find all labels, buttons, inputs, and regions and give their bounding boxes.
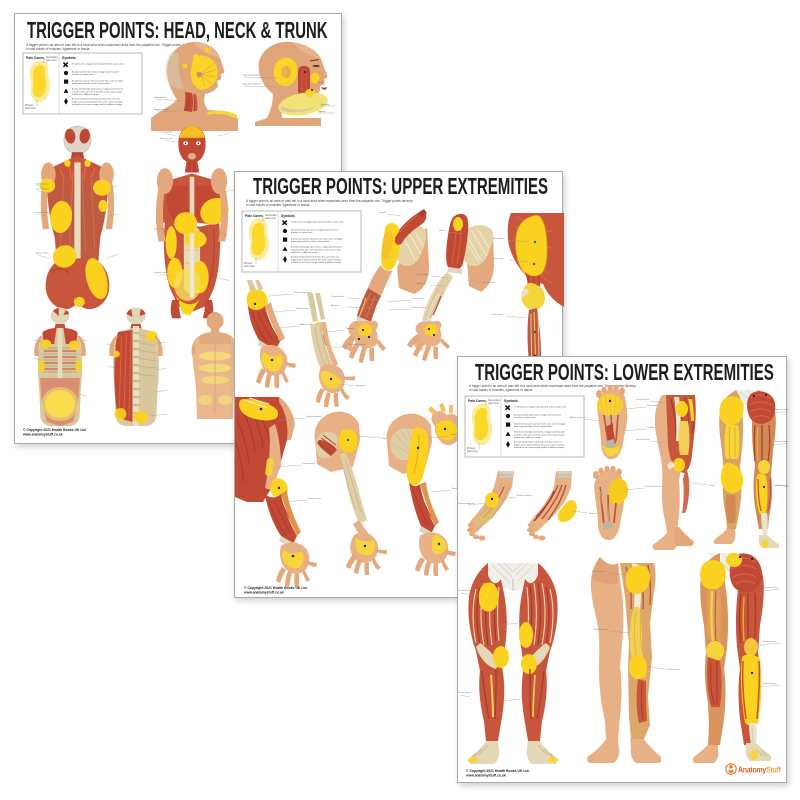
svg-text:© Copyright 2021 Health Books: © Copyright 2021 Health Books UK Ltd. [466,769,530,773]
svg-text:Tibialis anterior: Tibialis anterior [458,691,472,694]
svg-text:Triceps distal: Triceps distal [491,313,503,316]
svg-text:Vastus lateralis: Vastus lateralis [458,589,471,592]
svg-text:Latissimus dorsi: Latissimus dorsi [36,211,49,214]
svg-text:Rectus femoris: Rectus femoris [519,620,532,623]
svg-text:Supinator: Supinator [346,327,355,330]
svg-text:Deltoid distal: Deltoid distal [450,433,462,436]
svg-text:Gastrocnemius: Gastrocnemius [763,682,776,685]
svg-text:Soleus: Soleus [709,485,715,487]
svg-text:Vastus lateralis: Vastus lateralis [636,438,649,441]
svg-text:Abductor pollicis: Abductor pollicis [300,323,315,326]
svg-text:Extensor digitorum: Extensor digitorum [521,696,538,699]
svg-text:Flexor hallucis brevis: Flexor hallucis brevis [645,486,664,488]
svg-text:Teres major: Teres major [493,258,504,260]
svg-text:Serratus posterior: Serratus posterior [306,415,322,418]
svg-text:Gluteus medius: Gluteus medius [36,251,49,254]
svg-text:Splenius capitis: Splenius capitis [154,108,170,111]
svg-text:Pronator teres: Pronator teres [482,281,495,284]
svg-text:Gluteus minimus: Gluteus minimus [763,586,778,589]
svg-text:Rectus femoris: Rectus femoris [592,570,605,573]
svg-text:Abductor hallucis: Abductor hallucis [570,416,585,419]
svg-text:Extensor hallucis: Extensor hallucis [517,494,532,497]
svg-text:Biceps femoris: Biceps femoris [775,441,788,443]
svg-text:Gluteus medius: Gluteus medius [775,408,788,411]
svg-text:Digastric: Digastric [318,110,326,113]
svg-text:Occipitofrontalis: Occipitofrontalis [160,130,173,133]
svg-text:Biceps brachii: Biceps brachii [417,274,430,276]
svg-text:Lateral pterygoid: Lateral pterygoid [243,74,260,77]
svg-text:www.anatomystuff.co.uk: www.anatomystuff.co.uk [22,433,63,437]
svg-text:Infraspinatus: Infraspinatus [493,237,504,240]
svg-text:Tensor fasciae: Tensor fasciae [636,399,650,401]
svg-text:Flexor hallucis: Flexor hallucis [589,513,602,515]
svg-text:Deltoid: Deltoid [439,229,445,232]
svg-text:Extensor carpi: Extensor carpi [296,307,309,310]
svg-text:© Copyright 2021 Health Books: © Copyright 2021 Health Books UK Ltd. [244,586,308,590]
svg-text:Triceps brachii: Triceps brachii [302,463,315,465]
svg-text:© Copyright 2021 Health Books: © Copyright 2021 Health Books UK Ltd. [23,428,87,432]
svg-text:Serratus anterior: Serratus anterior [154,271,168,274]
svg-text:Flexor digitorum: Flexor digitorum [647,404,662,407]
svg-text:Palmaris longus: Palmaris longus [412,307,426,309]
svg-text:Triceps brachii: Triceps brachii [331,296,344,298]
svg-text:www.anatomystuff.co.uk: www.anatomystuff.co.uk [465,774,506,778]
svg-text:Biceps femoris: Biceps femoris [763,641,776,643]
svg-text:Anconeus: Anconeus [331,304,340,307]
svg-text:Masseter: Masseter [321,103,330,106]
svg-text:Extensor carpi: Extensor carpi [308,497,321,500]
svg-text:Gastrocnemius: Gastrocnemius [667,668,680,671]
svg-text:Flexor carpi: Flexor carpi [412,298,423,300]
svg-text:Orbicularis oculi: Orbicularis oculi [160,138,173,140]
svg-text:Masseter ligament: Masseter ligament [243,83,261,86]
svg-text:Extensor digitorum: Extensor digitorum [294,291,311,294]
svg-text:Extensor digitorum: Extensor digitorum [458,502,475,505]
svg-text:Scalenii: Scalenii [379,212,387,214]
svg-text:Upper trapezius: Upper trapezius [36,183,49,186]
svg-text:Flexor carpi radialis: Flexor carpi radialis [349,344,366,346]
svg-text:Lower trapezius: Lower trapezius [36,188,49,191]
svg-text:Rectus abdominis: Rectus abdominis [154,228,168,231]
svg-text:Supinator: Supinator [417,282,426,285]
svg-text:www.anatomystuff.co.uk: www.anatomystuff.co.uk [243,591,284,595]
svg-text:AnatomyStuff: AnatomyStuff [738,765,781,775]
svg-text:Semispinalis: Semispinalis [154,97,167,99]
svg-text:Opponens: Opponens [356,385,365,387]
svg-text:Gastrocnemius: Gastrocnemius [775,484,788,487]
svg-text:Vastus lateralis: Vastus lateralis [594,628,607,631]
